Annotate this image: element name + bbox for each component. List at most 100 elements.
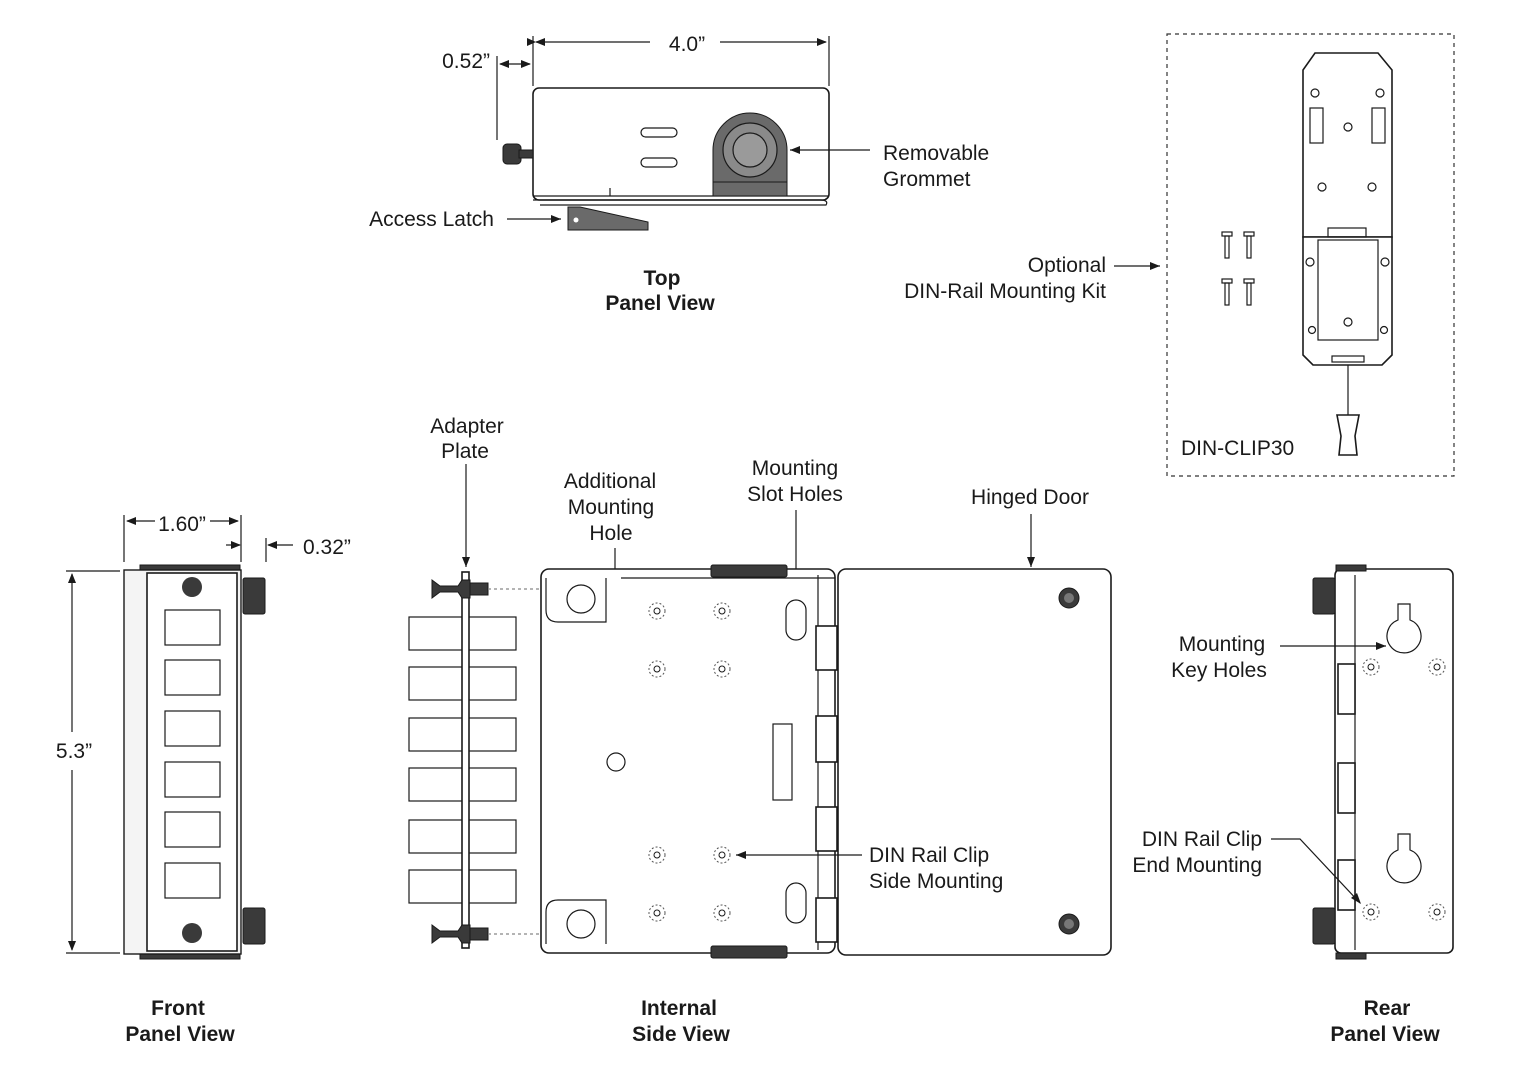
arrowhead — [1027, 557, 1035, 567]
dim-front-offset: 0.32” — [303, 536, 351, 559]
adapter-plate — [461, 571, 470, 949]
mount-boss — [545, 578, 607, 623]
arrowhead — [462, 557, 470, 567]
vent-slot — [640, 127, 678, 138]
enclosure-side-body — [540, 568, 836, 954]
dim-front-width: 1.60” — [158, 513, 206, 536]
title-rear-1: Rear — [1364, 997, 1411, 1020]
internal-side-view: Adapter Plate Additional Mounting Hole M… — [408, 415, 1112, 1046]
mount-boss — [545, 899, 607, 944]
title-top-2: Panel View — [605, 292, 715, 315]
label-slot-2: Slot Holes — [747, 483, 843, 506]
front-panel-view: 1.60” 0.32” 5.3” Front Panel View — [56, 513, 351, 1046]
door-knuckle — [815, 897, 838, 943]
hinged-door — [837, 568, 1112, 956]
arrowhead — [126, 517, 136, 525]
top-panel-view: 4.0” 0.52” Removable Grommet Access — [369, 33, 989, 315]
rear-knuckle — [1337, 762, 1356, 814]
adapter-port — [164, 761, 221, 798]
adapter-port — [164, 862, 221, 899]
adapter-port — [164, 609, 221, 646]
enclosure-base — [533, 199, 828, 206]
arrowhead — [521, 60, 531, 68]
rear-knuckle — [1337, 859, 1356, 911]
arrowhead — [229, 517, 239, 525]
door-knuckle — [815, 625, 838, 671]
mounting-slot-hole — [785, 599, 807, 641]
plate-latch — [431, 579, 471, 599]
adapter-port — [164, 659, 221, 696]
label-additional-2: Mounting — [568, 496, 654, 519]
title-front-1: Front — [151, 997, 205, 1020]
rear-flange — [1335, 564, 1367, 572]
mounting-slot-hole — [785, 882, 807, 924]
din-end-mount-holes — [1362, 658, 1446, 921]
title-internal-1: Internal — [641, 997, 717, 1020]
label-access-latch: Access Latch — [369, 208, 494, 231]
arrowhead — [535, 38, 545, 46]
dim-latch-offset: 0.52” — [442, 50, 490, 73]
door-knuckle — [815, 806, 838, 852]
center-slot — [772, 723, 793, 801]
label-adapter-1: Adapter — [430, 415, 504, 438]
label-additional-3: Hole — [589, 522, 632, 545]
arrowhead — [231, 541, 241, 549]
leader-din-end — [1271, 838, 1361, 904]
arrowhead — [1376, 642, 1386, 650]
title-internal-2: Side View — [632, 1023, 730, 1046]
plate-latch-tip — [469, 582, 489, 596]
front-screw — [182, 577, 202, 597]
title-rear-2: Panel View — [1330, 1023, 1440, 1046]
label-keyholes-1: Mounting — [1179, 633, 1265, 656]
rear-latch — [1312, 577, 1336, 615]
additional-mount-hole — [606, 752, 626, 772]
screws — [1221, 231, 1255, 306]
adapter-port — [164, 811, 221, 848]
door-knuckle — [815, 715, 838, 763]
dim-width-top: 4.0” — [669, 33, 705, 56]
arrowhead — [736, 851, 746, 859]
door-screw-inner — [1064, 593, 1074, 603]
din-kit: Optional DIN-Rail Mounting Kit — [904, 33, 1455, 477]
dim-front-height: 5.3” — [56, 740, 92, 763]
latch-stem — [518, 149, 534, 159]
label-din-side-2: Side Mounting — [869, 870, 1003, 893]
arrowhead — [790, 146, 800, 154]
front-screw — [182, 923, 202, 943]
rear-knuckle — [1337, 663, 1356, 715]
arrowhead — [1351, 893, 1361, 904]
din-side-mount-holes — [648, 602, 731, 922]
mount-hole — [566, 909, 596, 939]
keyhole — [1386, 603, 1422, 654]
plate-latch — [431, 924, 471, 944]
latch-knob — [502, 143, 522, 165]
vent-slot — [640, 157, 678, 168]
mount-hole — [566, 584, 596, 614]
arrowhead — [817, 38, 827, 46]
grommet-hole — [732, 132, 768, 168]
label-din-end-2: End Mounting — [1132, 854, 1262, 877]
arrowhead — [499, 60, 509, 68]
label-din-side-1: DIN Rail Clip — [869, 844, 989, 867]
label-slot-1: Mounting — [752, 457, 838, 480]
label-din-kit-1: Optional — [1028, 254, 1106, 277]
title-top-1: Top — [644, 267, 681, 290]
access-latch — [567, 206, 649, 231]
label-din-part: DIN-CLIP30 — [1181, 437, 1294, 460]
label-din-end-1: DIN Rail Clip — [1142, 828, 1262, 851]
rear-panel-view: Mounting Key Holes DIN Rail Clip End Mou… — [1132, 564, 1454, 1046]
latch-pin — [573, 217, 579, 223]
label-adapter-2: Plate — [441, 440, 489, 463]
label-grommet-2: Grommet — [883, 168, 971, 191]
label-keyholes-2: Key Holes — [1171, 659, 1267, 682]
arrowhead — [267, 541, 277, 549]
label-grommet-1: Removable — [883, 142, 989, 165]
rear-latch — [1312, 907, 1336, 945]
arrowhead — [1150, 262, 1160, 270]
label-din-kit-2: DIN-Rail Mounting Kit — [904, 280, 1106, 303]
door-screw-inner — [1064, 919, 1074, 929]
label-additional-1: Additional — [564, 470, 656, 493]
din-clip — [1302, 52, 1393, 456]
